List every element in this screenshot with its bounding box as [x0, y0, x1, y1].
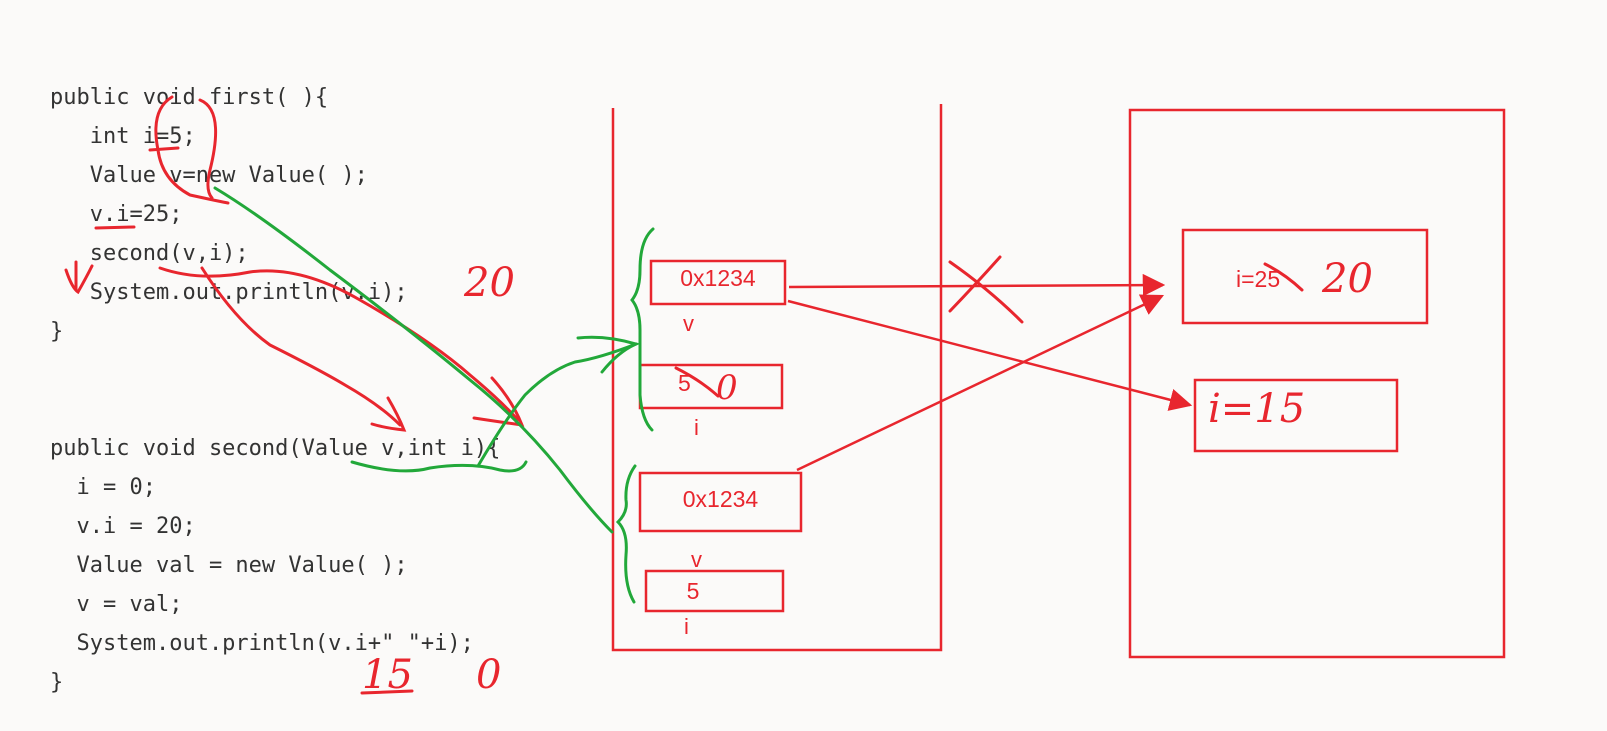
strike-mark: [674, 366, 720, 398]
green-arrow: [213, 186, 614, 534]
heap-object-2: [1193, 378, 1399, 453]
hand-stroke: [198, 98, 218, 200]
code-line: int i=5;: [50, 124, 196, 149]
hand-circle-mark: [154, 95, 230, 205]
heap-object-1-text: i=25: [1236, 266, 1281, 292]
hand-curve-arrow: [158, 266, 520, 422]
annotation-second-println-v: 15: [362, 652, 413, 698]
stack-second-v-value: 0x1234: [682, 486, 759, 512]
code-line: public void second(Value v,int i){: [50, 436, 501, 461]
reference-arrow: [796, 294, 1165, 472]
annotation-println-result: 20: [464, 260, 515, 306]
reference-arrow: [788, 273, 1166, 297]
down-arrow-mark: [64, 260, 94, 295]
green-arrow: [476, 342, 638, 468]
hand-underline: [360, 689, 414, 695]
code-line: Value v=new Value( );: [50, 163, 368, 188]
heap-object-2-text: i=15: [1208, 386, 1306, 432]
brace-first-frame: [630, 227, 655, 432]
stack-first-i-label: i: [694, 415, 699, 440]
annotation-second-println-i: 0: [476, 652, 502, 698]
code-line: }: [50, 670, 64, 695]
code-line: second(v,i);: [50, 241, 249, 266]
code-line: i = 0;: [50, 475, 156, 500]
stack-box-first-v: [649, 259, 787, 306]
arrowhead-mark: [370, 396, 407, 432]
stack-second-i-value: 5: [686, 578, 700, 604]
brace-second-frame: [615, 464, 637, 604]
stack-first-i-value: 5: [678, 370, 691, 396]
strike-mark: [1263, 262, 1304, 292]
code-line: v.i=25;: [50, 202, 183, 227]
code-line: v = val;: [50, 592, 183, 617]
stack-outline: [611, 104, 943, 652]
stack-second-i-label: i: [684, 614, 689, 639]
code-line: System.out.println(v.i+" "+i);: [50, 631, 474, 656]
stack-box-second-v: [638, 471, 803, 533]
stack-second-v-label: v: [691, 547, 702, 572]
hand-underline: [94, 225, 136, 230]
green-underline: [350, 460, 528, 473]
cross-out-mark: [948, 255, 1024, 324]
stack-box-second-i: [644, 569, 785, 613]
code-line: v.i = 20;: [50, 514, 196, 539]
annotation-object-1-new-value: 20: [1322, 256, 1373, 302]
stack-first-v-label: v: [683, 311, 694, 336]
annotation-second-i-new: 0: [716, 368, 738, 408]
hand-underline: [148, 146, 180, 152]
arrowhead-mark: [576, 335, 641, 374]
stack-first-v-value: 0x1234: [680, 265, 756, 291]
code-line: }: [50, 319, 64, 344]
heap-outline: [1128, 108, 1506, 659]
heap-object-1: [1181, 228, 1429, 325]
code-line: System.out.println(v.i);: [50, 280, 408, 305]
hand-curve-arrow: [200, 266, 402, 427]
reference-arrow: [787, 299, 1193, 411]
stack-box-first-i: [638, 363, 784, 410]
code-line: Value val = new Value( );: [50, 553, 408, 578]
